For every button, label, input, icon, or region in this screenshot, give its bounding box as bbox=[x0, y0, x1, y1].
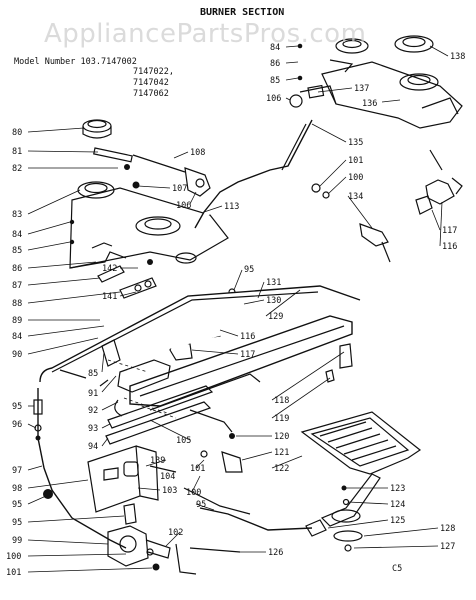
callout-89: 89 bbox=[12, 316, 22, 326]
callout-120: 120 bbox=[274, 432, 289, 442]
callout-84: 84 bbox=[270, 43, 280, 53]
callout-84: 84 bbox=[12, 230, 22, 240]
callout-90: 90 bbox=[12, 350, 22, 360]
callout-98: 98 bbox=[12, 484, 22, 494]
callout-numbers: 80 81 82 83 84 85 86 87 88 89 84 90 85 9… bbox=[6, 43, 465, 578]
callout-131: 131 bbox=[266, 278, 281, 288]
model-number-line-3: 7147042 bbox=[133, 78, 169, 88]
callout-113: 113 bbox=[224, 202, 239, 212]
callout-103: 103 bbox=[162, 486, 177, 496]
orifice-assembly-left bbox=[93, 147, 211, 197]
callout-93: 93 bbox=[88, 424, 98, 434]
callout-105: 105 bbox=[176, 436, 191, 446]
callout-121: 121 bbox=[274, 448, 289, 458]
callout-129: 129 bbox=[268, 312, 283, 322]
callout-107: 107 bbox=[172, 184, 187, 194]
callout-85: 85 bbox=[12, 246, 22, 256]
callout-86: 86 bbox=[270, 59, 280, 69]
callout-141: 141 bbox=[102, 292, 117, 302]
callout-116: 116 bbox=[442, 242, 457, 252]
model-number-line-1: Model Number 103.7147002 bbox=[14, 57, 137, 67]
callout-123: 123 bbox=[390, 484, 405, 494]
oven-burner-tubes bbox=[39, 285, 361, 445]
callout-136: 136 bbox=[362, 99, 377, 109]
callout-100: 100 bbox=[186, 488, 201, 498]
watermark: AppliancePartsPros.com bbox=[44, 19, 366, 49]
callout-83: 83 bbox=[12, 210, 22, 220]
callout-139: 139 bbox=[150, 456, 165, 466]
callout-96: 96 bbox=[12, 420, 22, 430]
broiler-burner bbox=[300, 411, 422, 527]
callout-100: 100 bbox=[348, 173, 363, 183]
callout-87: 87 bbox=[12, 281, 22, 291]
callout-94: 94 bbox=[88, 442, 98, 452]
callout-138: 138 bbox=[450, 52, 465, 62]
model-number-line-4: 7147062 bbox=[133, 89, 169, 99]
diagram-title: BURNER SECTION bbox=[200, 7, 284, 18]
callout-85: 85 bbox=[270, 76, 280, 86]
callout-106: 106 bbox=[176, 201, 191, 211]
callout-134: 134 bbox=[348, 192, 363, 202]
burner-cap-left-rear bbox=[82, 119, 112, 139]
callout-101: 101 bbox=[348, 156, 363, 166]
callout-95: 95 bbox=[12, 518, 22, 528]
page-code: C5 bbox=[392, 564, 402, 574]
callout-117: 117 bbox=[240, 350, 255, 360]
callout-86: 86 bbox=[12, 264, 22, 274]
callout-81: 81 bbox=[12, 147, 22, 157]
callout-108: 108 bbox=[190, 148, 205, 158]
callout-99: 99 bbox=[12, 536, 22, 546]
callout-135: 135 bbox=[348, 138, 363, 148]
callout-137: 137 bbox=[354, 84, 369, 94]
callout-84: 84 bbox=[12, 332, 22, 342]
callout-100: 100 bbox=[6, 552, 21, 562]
callout-88: 88 bbox=[12, 299, 22, 309]
callout-142: 142 bbox=[102, 264, 117, 274]
burner-tube-right bbox=[289, 35, 463, 129]
callout-119: 119 bbox=[274, 414, 289, 424]
callout-80: 80 bbox=[12, 128, 22, 138]
callout-104: 104 bbox=[160, 472, 175, 482]
callout-95: 95 bbox=[12, 402, 22, 412]
callout-122: 122 bbox=[274, 464, 289, 474]
callout-95: 95 bbox=[12, 500, 22, 510]
callout-118: 118 bbox=[274, 396, 289, 406]
callout-91: 91 bbox=[88, 389, 98, 399]
oven-valve-assembly bbox=[107, 503, 197, 575]
callout-101: 101 bbox=[6, 568, 21, 578]
callout-92: 92 bbox=[88, 406, 98, 416]
callout-97: 97 bbox=[12, 466, 22, 476]
callout-124: 124 bbox=[390, 500, 405, 510]
burner-tube-left bbox=[69, 181, 229, 269]
callout-117: 117 bbox=[442, 226, 457, 236]
callout-95: 95 bbox=[244, 265, 254, 275]
callout-85: 85 bbox=[88, 369, 98, 379]
callout-125: 125 bbox=[390, 516, 405, 526]
callout-82: 82 bbox=[12, 164, 22, 174]
model-number-line-2: 7147022, bbox=[133, 67, 174, 77]
callout-95: 95 bbox=[196, 500, 206, 510]
callout-101: 101 bbox=[190, 464, 205, 474]
parts-artwork bbox=[33, 35, 463, 575]
callout-128: 128 bbox=[440, 524, 455, 534]
callout-126: 126 bbox=[268, 548, 283, 558]
callout-127: 127 bbox=[440, 542, 455, 552]
callout-102: 102 bbox=[168, 528, 183, 538]
callout-106: 106 bbox=[266, 94, 281, 104]
leader-lines bbox=[27, 45, 449, 573]
callout-130: 130 bbox=[266, 296, 281, 306]
callout-116: 116 bbox=[240, 332, 255, 342]
